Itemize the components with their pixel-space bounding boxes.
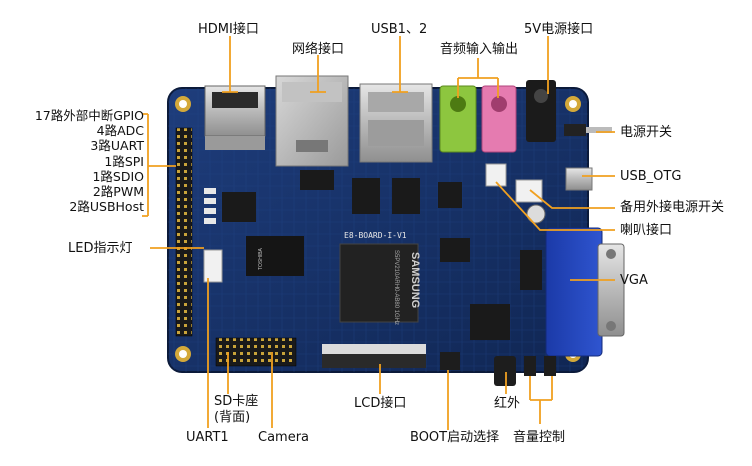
gpio-list-item: 2路USBHost: [69, 199, 144, 215]
chip-text: S5PV210ARH0-AB80 1GHz: [393, 250, 399, 325]
pcb: [167, 87, 589, 373]
label-power-switch: 电源开关: [620, 125, 673, 140]
led-indicators: [204, 188, 216, 224]
label-boot: BOOT启动选择: [410, 430, 500, 445]
chip-brand: SAMSUNG: [409, 252, 421, 308]
white-connectors: [203, 163, 543, 283]
label-lcd: LCD接口: [354, 396, 407, 411]
label-speaker: 喇叭接口: [620, 223, 673, 238]
label-ext-power-switch: 备用外接电源开关: [620, 200, 725, 215]
gpio-feature-list: 17路外部中断GPIO 4路ADC 3路UART 1路SPI 1路SDIO 2路…: [4, 108, 144, 214]
label-sd-line1: SD卡座: [214, 394, 259, 409]
gpio-header: [175, 127, 193, 337]
ir-and-volume: [494, 356, 556, 386]
label-audio: 音频输入输出: [440, 42, 519, 57]
audio-jacks: [439, 85, 517, 153]
board-silkscreen: E8-BOARD-I-V1: [344, 231, 407, 240]
gpio-list-item: 1路SPI: [104, 153, 144, 169]
label-ethernet: 网络接口: [292, 42, 345, 57]
gpio-list-item: 3路UART: [90, 138, 144, 154]
capacitor: [526, 204, 546, 224]
usb-otg-port: [565, 167, 593, 191]
ic-chips: [222, 170, 542, 340]
boot-switch: [440, 352, 460, 370]
vga-connector: [545, 227, 625, 357]
power-jack: [526, 80, 556, 142]
ram-brand: TOSHIBA: [258, 247, 264, 270]
lcd-connector: [322, 344, 426, 368]
gpio-list-item: 2路PWM: [92, 184, 144, 200]
gpio-list-item: 4路ADC: [96, 123, 144, 139]
label-vga: VGA: [620, 273, 648, 288]
ethernet-connector: [275, 75, 349, 167]
label-volume: 音量控制: [513, 430, 566, 445]
label-sd-line2: (背面): [214, 410, 251, 425]
label-usb: USB1、2: [371, 22, 428, 37]
camera-header: [215, 337, 297, 367]
label-ir: 红外: [494, 396, 521, 411]
usb-connector: [359, 83, 433, 163]
power-switch: [564, 124, 612, 136]
label-camera: Camera: [258, 430, 310, 445]
label-hdmi: HDMI接口: [198, 22, 259, 37]
leader-lines: [142, 36, 615, 430]
soc-chip: SAMSUNG S5PV210ARH0-AB80 1GHz: [339, 243, 421, 325]
label-led: LED指示灯: [68, 241, 133, 256]
label-power-5v: 5V电源接口: [524, 22, 594, 37]
gpio-list-item: 1路SDIO: [92, 168, 144, 184]
hdmi-connector: [204, 85, 266, 150]
label-uart1: UART1: [186, 430, 229, 445]
label-usb-otg: USB_OTG: [620, 169, 682, 184]
gpio-list-item: 17路外部中断GPIO: [34, 108, 144, 123]
